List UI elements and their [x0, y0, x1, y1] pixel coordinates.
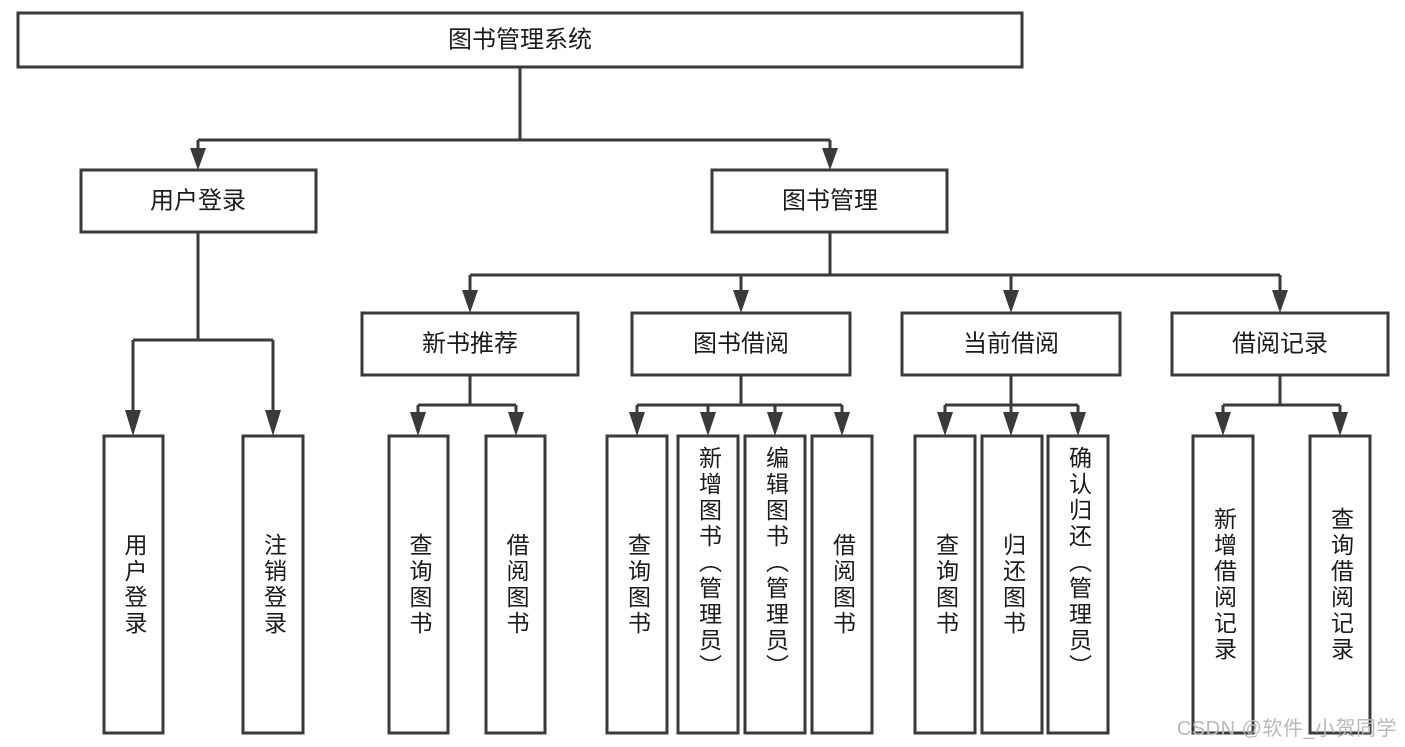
arrowhead-leaf-return-book — [1003, 412, 1019, 436]
leaf-label-query-book-2: 查询图书 — [624, 532, 651, 637]
arrowhead-leaf-query-record — [1332, 412, 1348, 436]
arrowhead-leaf-logout-login — [265, 410, 281, 436]
node-layer: 图书管理系统 用户登录 图书管理 新书推荐 图书借阅 当前借阅 借阅记录 — [16, 11, 1390, 735]
arrowhead-leaf-borrow-book-1 — [508, 412, 524, 436]
node-box-leaf-query-book-1[interactable] — [387, 434, 450, 735]
node-box-borrow-record[interactable] — [1170, 311, 1390, 377]
node-label-root: 图书管理系统 — [448, 26, 592, 53]
node-box-root[interactable] — [16, 11, 1024, 69]
node-box-book-borrow[interactable] — [630, 311, 852, 377]
arrowhead-leaf-borrow-book-2 — [834, 412, 850, 436]
leaf-label-add-book: 新增图书（管理员） — [695, 446, 722, 680]
node-box-new-book-recommend[interactable] — [360, 311, 580, 377]
node-box-leaf-query-book-2[interactable] — [605, 434, 669, 735]
node-label-user-login: 用户登录 — [150, 187, 246, 214]
arrowhead-leaf-query-book-3 — [937, 412, 953, 436]
arrowhead-leaf-edit-book — [767, 412, 783, 436]
arrowhead-book-borrow — [733, 290, 749, 313]
arrowhead-current-borrow — [1003, 290, 1019, 313]
node-box-leaf-edit-book[interactable] — [743, 434, 807, 735]
node-label-current-borrow: 当前借阅 — [963, 330, 1059, 357]
arrowhead-leaf-confirm-return — [1070, 412, 1086, 436]
node-box-leaf-logout-login[interactable] — [241, 434, 305, 735]
arrowhead-user-login — [190, 148, 206, 170]
node-box-leaf-query-record[interactable] — [1308, 434, 1372, 735]
node-label-new-book-recommend: 新书推荐 — [422, 330, 518, 357]
node-label-book-borrow: 图书借阅 — [693, 330, 789, 357]
node-box-leaf-borrow-book-1[interactable] — [484, 434, 547, 735]
node-box-current-borrow[interactable] — [900, 311, 1122, 377]
node-label-book-manage: 图书管理 — [782, 187, 878, 214]
arrowhead-new-book-recommend — [462, 290, 478, 313]
leaf-label-query-book-3: 查询图书 — [932, 532, 959, 637]
node-box-leaf-query-book-3[interactable] — [913, 434, 977, 735]
leaf-label-add-record: 新增借阅记录 — [1210, 506, 1237, 663]
node-box-leaf-borrow-book-2[interactable] — [810, 434, 874, 735]
arrowhead-leaf-user-login — [125, 410, 141, 436]
node-box-leaf-user-login[interactable] — [102, 434, 165, 735]
leaf-label-user-login: 用户登录 — [121, 532, 147, 637]
leaf-label-borrow-book-2: 借阅图书 — [829, 532, 856, 637]
node-box-leaf-add-record[interactable] — [1191, 434, 1255, 735]
connector-layer — [125, 67, 1348, 436]
leaf-label-borrow-book-1: 借阅图书 — [503, 532, 529, 637]
leaf-label-confirm-return: 确认归还（管理员） — [1065, 446, 1092, 680]
node-box-leaf-confirm-return[interactable] — [1046, 434, 1110, 735]
leaf-label-edit-book: 编辑图书（管理员） — [762, 446, 789, 680]
arrowhead-leaf-add-record — [1215, 412, 1231, 436]
node-box-book-manage[interactable] — [710, 168, 949, 234]
node-box-leaf-return-book[interactable] — [980, 434, 1044, 735]
node-box-user-login[interactable] — [79, 168, 318, 234]
node-box-leaf-add-book[interactable] — [676, 434, 740, 735]
leaf-label-query-book-1: 查询图书 — [406, 532, 432, 637]
arrowhead-borrow-record — [1272, 290, 1288, 313]
arrowhead-leaf-add-book — [700, 412, 716, 436]
arrowhead-leaf-query-book-2 — [629, 412, 645, 436]
node-label-borrow-record: 借阅记录 — [1232, 330, 1328, 357]
leaf-label-query-record: 查询借阅记录 — [1327, 506, 1354, 663]
leaf-label-logout-login: 注销登录 — [260, 532, 287, 637]
arrowhead-book-manage — [822, 148, 838, 170]
arrowhead-leaf-query-book-1 — [410, 412, 426, 436]
leaf-label-return-book: 归还图书 — [999, 532, 1026, 637]
